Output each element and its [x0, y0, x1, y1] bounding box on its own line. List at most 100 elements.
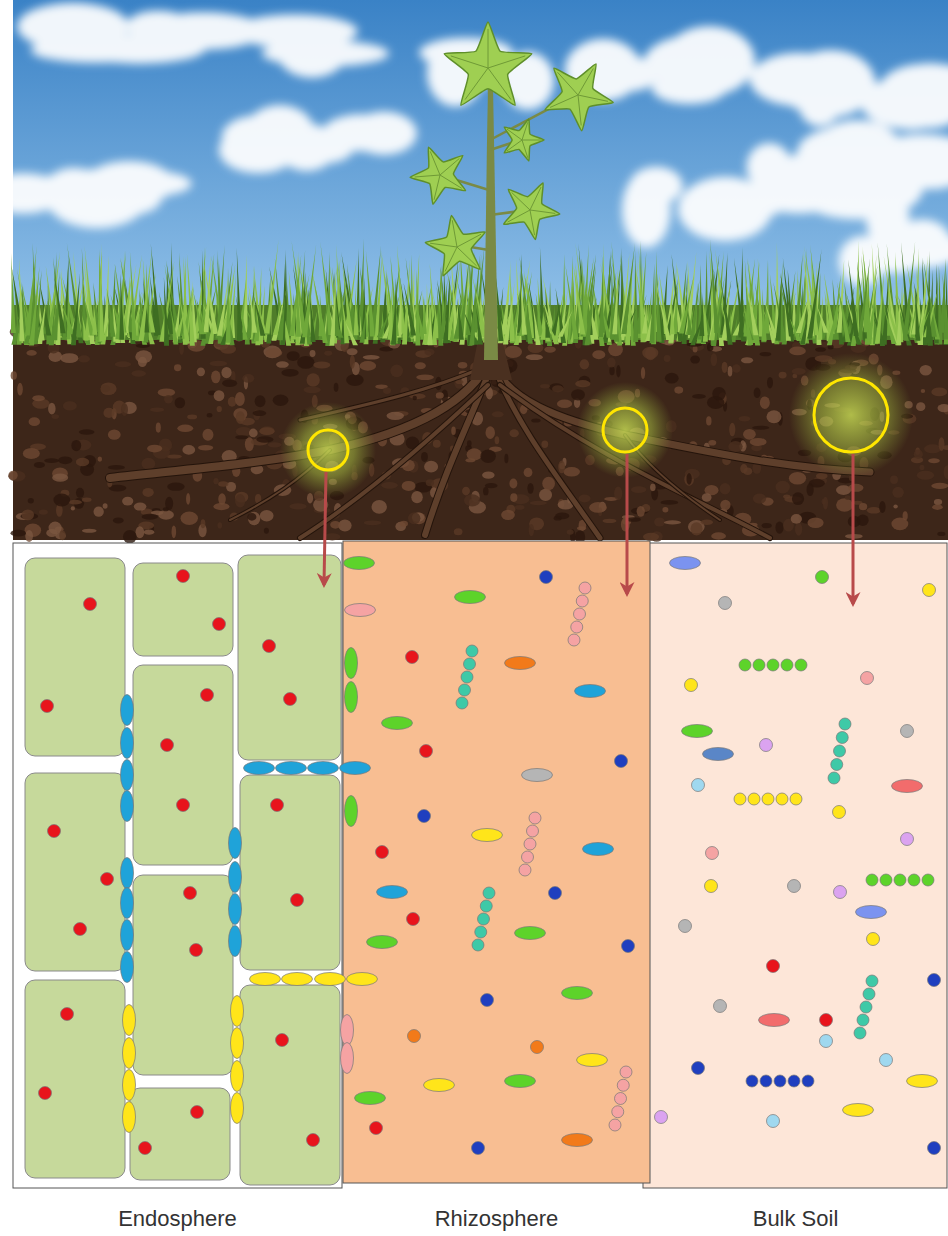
soil-crumb: [381, 482, 397, 489]
soil-crumb: [235, 494, 245, 507]
bacillus: [455, 591, 486, 604]
leaf-vein: [488, 56, 525, 68]
soil-crumb: [436, 392, 444, 398]
coccus: [867, 933, 880, 946]
bacillus: [345, 682, 358, 713]
streptococcus-bead: [753, 659, 765, 671]
soil-crumb: [222, 379, 237, 387]
soil-crumb: [303, 387, 320, 394]
soil-crumb: [592, 350, 605, 359]
grass-blade: [457, 299, 464, 340]
soil-crumb: [123, 530, 137, 544]
soil-crumb: [867, 507, 881, 514]
soil-crumb: [501, 510, 515, 520]
soil-crumb: [509, 479, 517, 489]
grass-blade: [241, 308, 248, 339]
soil-crumb: [515, 505, 525, 510]
streptococcus-bead: [908, 874, 920, 886]
soil-crumb: [424, 461, 438, 473]
soil-crumb: [360, 361, 377, 371]
leaf-vein: [522, 140, 528, 158]
bacillus: [276, 762, 307, 775]
streptococcus-bead: [459, 684, 471, 696]
soil-crumb: [135, 526, 144, 538]
soil-crumb: [172, 525, 177, 538]
soil-crumb: [324, 351, 332, 356]
soil-crumb: [260, 510, 274, 522]
soil-crumb: [386, 412, 404, 420]
soil-crumb: [186, 493, 190, 505]
soil-crumb: [795, 523, 802, 536]
cloud: [644, 35, 745, 89]
soil-crumb: [158, 510, 174, 519]
bacillus: [231, 1093, 244, 1124]
coccus: [184, 887, 197, 900]
leaf: [410, 147, 466, 204]
soil-crumb: [26, 350, 36, 356]
coccus: [190, 944, 203, 957]
soil-crumb: [59, 530, 65, 540]
bacillus: [315, 973, 346, 986]
soil-crumb: [413, 396, 417, 401]
bacillus: [231, 1028, 244, 1059]
soil-crumb: [464, 494, 480, 506]
streptococcus-bead: [576, 595, 588, 607]
soil-crumb: [743, 467, 752, 475]
bacillus: [229, 926, 242, 957]
soil-crumb: [711, 353, 718, 366]
soil-crumb: [17, 383, 23, 396]
soil-crumb: [845, 495, 851, 500]
soil-crumb: [807, 483, 814, 496]
grass-blade: [29, 266, 40, 346]
leaf-vein: [488, 68, 511, 100]
soil-crumb: [22, 509, 35, 520]
leaf-vein: [522, 140, 541, 141]
cloud: [0, 173, 65, 213]
soil-crumb: [607, 358, 616, 368]
soil-crumb: [177, 425, 193, 432]
soil-crumb: [197, 368, 205, 377]
sapling: [410, 22, 613, 360]
soil-crumb: [467, 440, 472, 447]
coccus: [685, 679, 698, 692]
leaf-vein: [522, 122, 528, 140]
soil-crumb: [297, 356, 314, 369]
coccus: [901, 833, 914, 846]
soil-crumb: [11, 371, 17, 380]
soil-crumb: [158, 388, 175, 396]
soil-crumb: [425, 348, 435, 355]
soil-crumb: [720, 500, 730, 511]
soil-crumb: [324, 533, 340, 540]
streptococcus-bead: [472, 939, 484, 951]
soil-crumb: [150, 407, 164, 412]
leaf-vein: [508, 210, 530, 222]
soil-crumb: [571, 389, 585, 400]
soil-crumb: [708, 440, 716, 446]
bacillus: [121, 920, 134, 951]
coccus: [820, 1014, 833, 1027]
coccus: [41, 700, 54, 713]
sky: [13, 0, 948, 540]
grass-blade: [404, 283, 417, 335]
plant-cell: [130, 1088, 230, 1180]
soil-crumb: [256, 436, 273, 442]
soil-crumb: [931, 387, 947, 396]
grass: [11, 238, 948, 346]
photo-scene: [0, 0, 948, 544]
streptococcus-bead: [615, 1093, 627, 1105]
streptococcus-bead: [456, 697, 468, 709]
soil-crumb: [702, 493, 712, 501]
leaf-vein: [578, 95, 608, 101]
region-label: Endosphere: [118, 1206, 237, 1232]
bacillus: [515, 927, 546, 940]
soil-crumb: [879, 501, 885, 513]
plant-cell: [25, 773, 125, 971]
bacillus: [505, 1075, 536, 1088]
bacillus: [759, 1014, 790, 1027]
cloud: [778, 62, 871, 114]
plant-cell: [133, 563, 233, 656]
soil-crumb: [330, 521, 340, 529]
soil-crumb: [235, 392, 245, 406]
bacillus: [123, 1070, 136, 1101]
grass-blade: [599, 266, 604, 337]
